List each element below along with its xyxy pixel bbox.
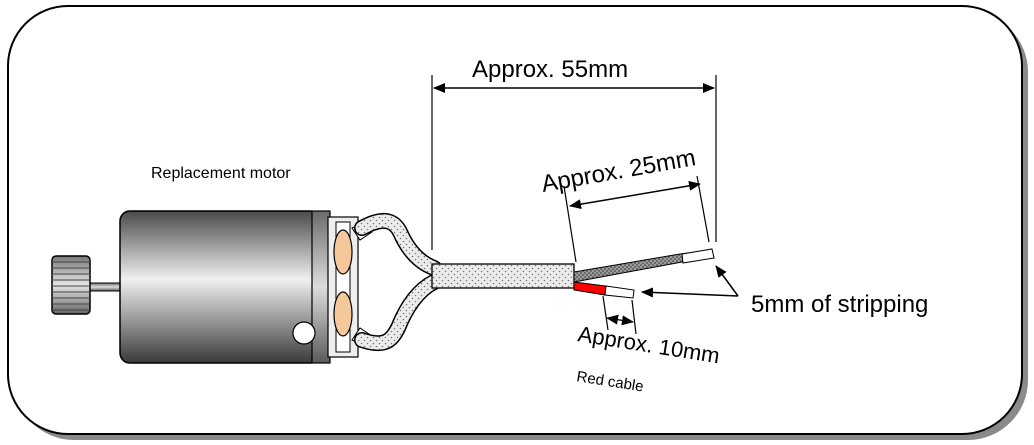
- lead-wire-top: [355, 214, 441, 275]
- stripping-pointer-red: [641, 287, 739, 298]
- motor-coil-bottom: [333, 291, 353, 337]
- extension-line-25-left: [563, 185, 577, 263]
- dimension-arrow-10mm: [606, 314, 634, 326]
- stripping-pointer-black: [715, 265, 739, 297]
- motor-body: [119, 210, 359, 364]
- motor-coil-top: [333, 229, 353, 275]
- label-stripping: 5mm of stripping: [751, 291, 928, 318]
- extension-line-10-right: [631, 299, 637, 335]
- motor-knob: [51, 255, 91, 315]
- motor-shaft: [84, 282, 126, 292]
- label-replacement-motor: Replacement motor: [151, 165, 291, 182]
- label-approx-55mm: Approx. 55mm: [472, 56, 628, 83]
- red-wire-stripped-end: [604, 285, 635, 299]
- lead-wire-bottom: [355, 275, 441, 350]
- motor-hole: [292, 321, 316, 345]
- dimension-arrow-25mm: [569, 180, 701, 210]
- black-wire-stripped-end: [681, 248, 715, 264]
- cable-sheath: [431, 263, 575, 289]
